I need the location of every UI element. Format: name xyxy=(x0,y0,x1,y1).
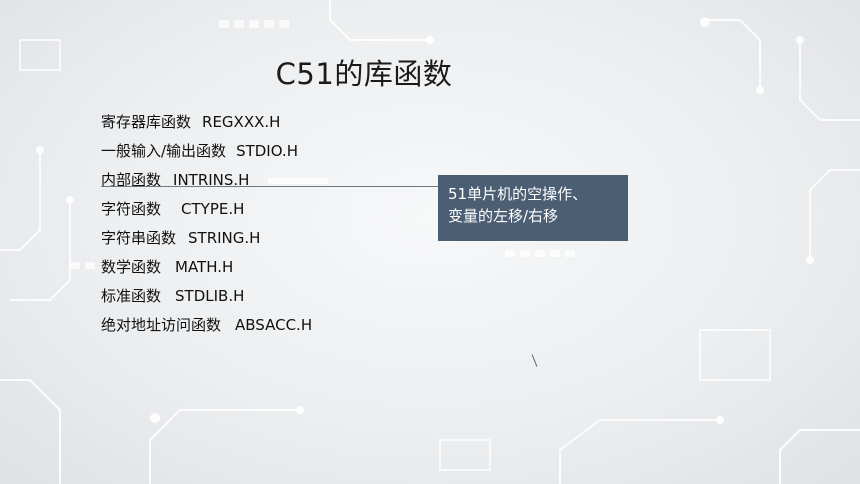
list-item: 寄存器库函数 REGXXX.H xyxy=(101,108,312,137)
library-name: 标准函数 xyxy=(101,287,162,305)
list-item: 字符函数 CTYPE.H xyxy=(101,195,312,224)
list-item: 内部函数 INTRINS.H xyxy=(101,166,312,195)
library-file: STRING.H xyxy=(188,229,261,247)
library-name: 字符串函数 xyxy=(101,229,177,247)
library-file: INTRINS.H xyxy=(173,171,250,189)
list-item: 标准函数 STDLIB.H xyxy=(101,282,312,311)
library-file: STDIO.H xyxy=(236,142,298,160)
callout-line-2: 变量的左移/右移 xyxy=(448,207,559,225)
callout-box: 51单片机的空操作、 变量的左移/右移 xyxy=(438,175,628,241)
list-item: 一般输入/输出函数 STDIO.H xyxy=(101,137,312,166)
connector-line xyxy=(101,186,438,187)
list-item: 绝对地址访问函数 ABSACC.H xyxy=(101,311,312,340)
library-name: 数学函数 xyxy=(101,258,162,276)
list-item: 数学函数 MATH.H xyxy=(101,253,312,282)
library-file: STDLIB.H xyxy=(175,287,245,305)
library-name: 寄存器库函数 xyxy=(101,113,192,131)
library-name: 字符函数 xyxy=(101,200,162,218)
slide-title: C51的库函数 xyxy=(275,57,453,91)
list-item: 字符串函数 STRING.H xyxy=(101,224,312,253)
library-name: 绝对地址访问函数 xyxy=(101,316,222,334)
library-file: ABSACC.H xyxy=(235,316,313,334)
library-name: 内部函数 xyxy=(101,171,162,189)
callout-line-1: 51单片机的空操作、 xyxy=(448,185,588,203)
library-file: REGXXX.H xyxy=(202,113,281,131)
library-file: CTYPE.H xyxy=(181,200,245,218)
library-list: 寄存器库函数 REGXXX.H 一般输入/输出函数 STDIO.H 内部函数 INTR… xyxy=(101,108,312,340)
library-file: MATH.H xyxy=(175,258,234,276)
library-name: 一般输入/输出函数 xyxy=(101,142,227,160)
